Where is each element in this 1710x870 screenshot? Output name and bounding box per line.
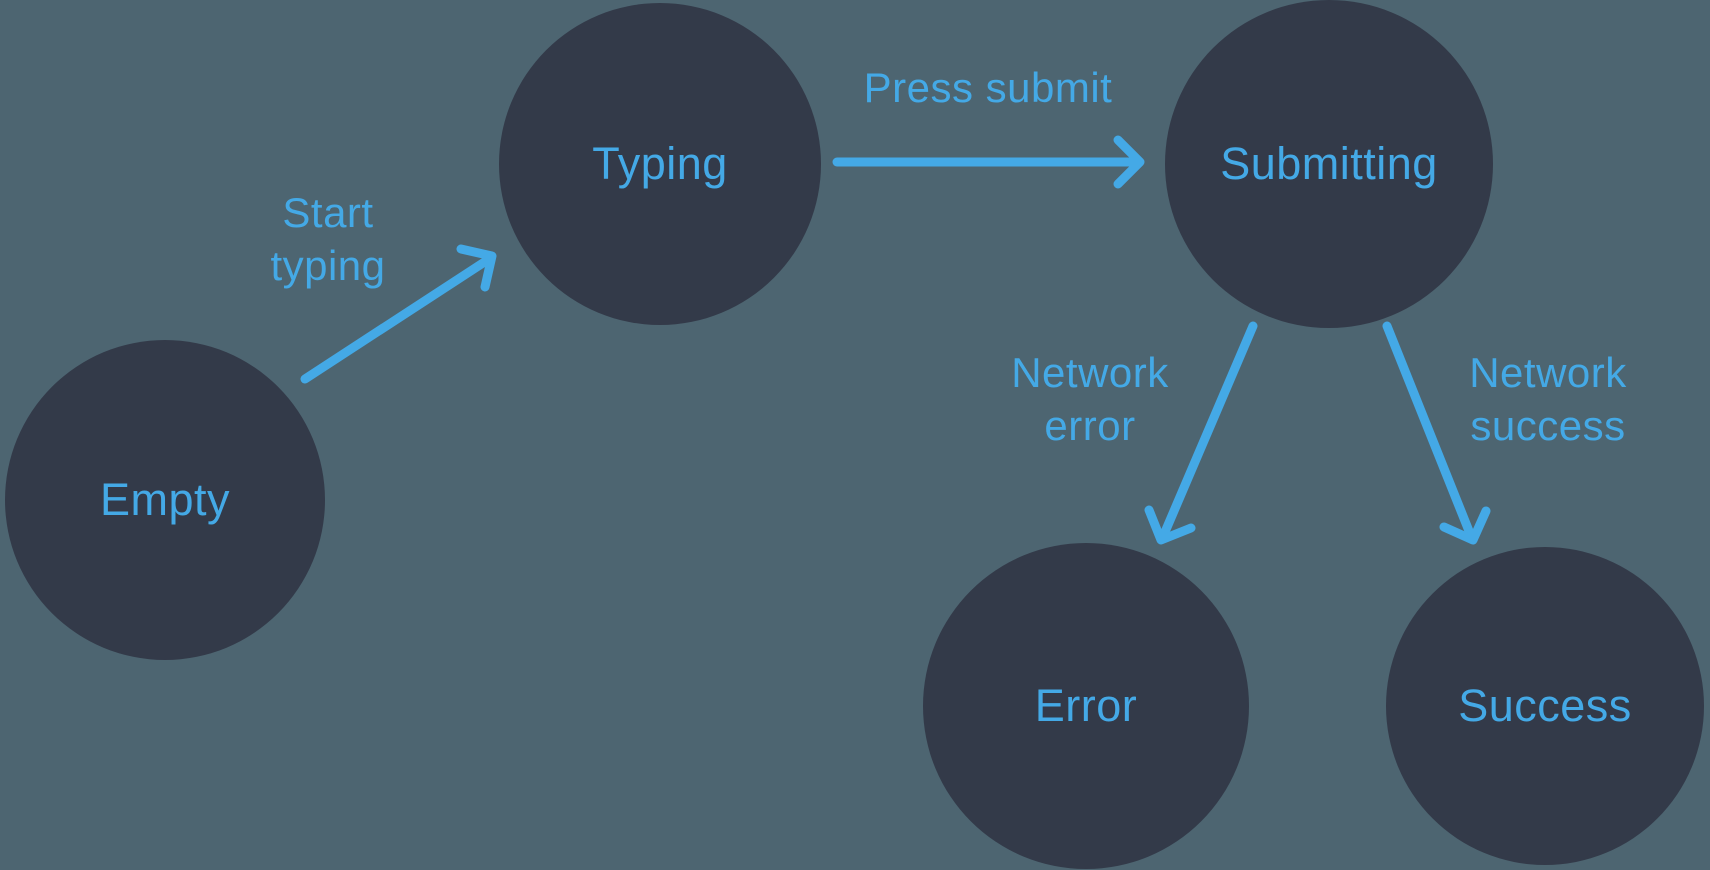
edge-label-start-typing: Start typing <box>270 189 386 289</box>
arrow-shaft <box>1382 321 1474 536</box>
arrowhead-icon <box>1113 135 1145 189</box>
arrowhead-icon <box>1439 506 1491 545</box>
state-label-typing: Typing <box>592 138 728 189</box>
edge-label-network-success: Network success <box>1469 349 1627 449</box>
state-label-submitting: Submitting <box>1220 138 1438 189</box>
state-label-success: Success <box>1458 680 1632 731</box>
state-node-empty: Empty <box>5 340 325 660</box>
state-node-submitting: Submitting <box>1165 0 1493 328</box>
state-node-success: Success <box>1386 547 1704 865</box>
arrowhead-icon <box>1144 505 1196 545</box>
transition-arrow-network-error <box>1144 321 1258 545</box>
state-node-error: Error <box>923 543 1249 869</box>
arrowhead-icon <box>456 244 497 292</box>
state-label-error: Error <box>1034 680 1138 731</box>
edge-label-network-error: Network error <box>1011 349 1169 449</box>
state-label-empty: Empty <box>99 474 231 525</box>
transition-arrow-start-typing <box>300 244 497 384</box>
state-node-typing: Typing <box>499 3 821 325</box>
transition-arrow-press-submit <box>832 135 1145 189</box>
arrow-shaft <box>1160 321 1258 537</box>
arrow-shaft <box>300 256 491 384</box>
transition-arrow-network-success <box>1382 321 1491 545</box>
edge-label-press-submit: Press submit <box>863 64 1113 111</box>
